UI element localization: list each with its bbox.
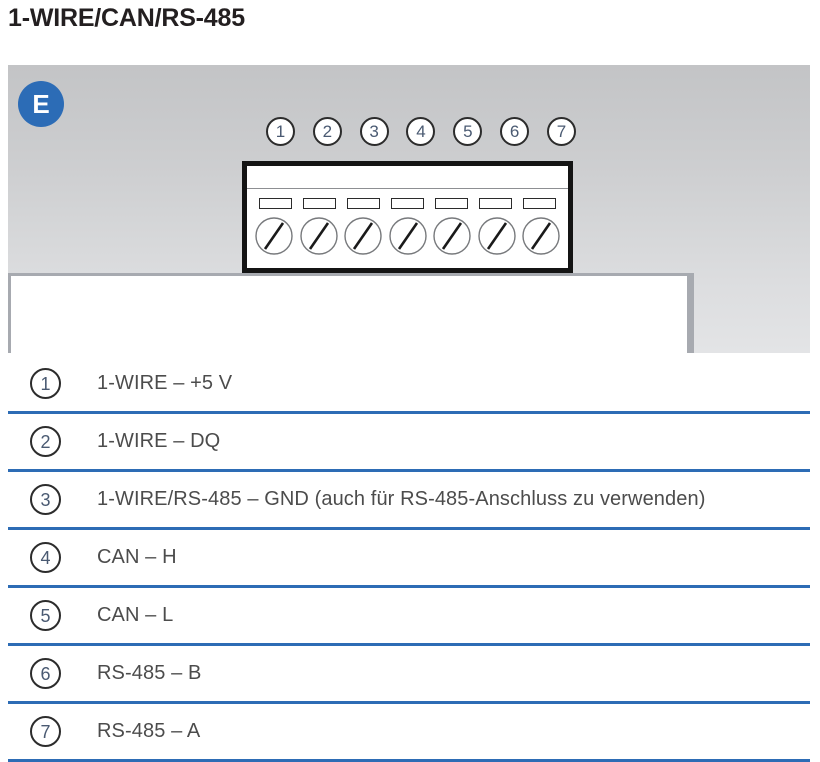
pin-number: 7	[30, 716, 61, 747]
terminal-wire-slot	[347, 198, 380, 209]
callout-number-row: 1 2 3 4 5 6 7	[266, 115, 576, 147]
pin-number: 1	[30, 368, 61, 399]
screw-terminal-icon	[432, 216, 472, 256]
table-row: 2 1-WIRE – DQ	[8, 411, 810, 469]
pin-description: 1-WIRE – +5 V	[97, 372, 233, 394]
terminal-wire-slot-row	[259, 198, 556, 209]
page-title: 1-WIRE/CAN/RS-485	[8, 4, 245, 32]
screw-terminal-icon	[299, 216, 339, 256]
pin-description: RS-485 – B	[97, 662, 202, 684]
terminal-wire-slot	[523, 198, 556, 209]
section-badge-e: E	[18, 81, 64, 127]
terminal-wire-slot	[435, 198, 468, 209]
screw-terminal-icon	[343, 216, 383, 256]
pin-description: 1-WIRE/RS-485 – GND (auch für RS-485-Ans…	[97, 488, 706, 510]
callout-number: 7	[546, 116, 576, 146]
pin-number: 3	[30, 484, 61, 515]
pin-description: RS-485 – A	[97, 720, 201, 742]
terminal-wire-slot	[479, 198, 512, 209]
table-row: 7 RS-485 – A	[8, 701, 810, 762]
terminal-wire-slot	[391, 198, 424, 209]
terminal-screw-row	[254, 216, 561, 256]
pin-assignment-table: 1 1-WIRE – +5 V 2 1-WIRE – DQ 3 1-WIRE/R…	[8, 356, 810, 762]
pin-description: 1-WIRE – DQ	[97, 430, 221, 452]
table-row: 6 RS-485 – B	[8, 643, 810, 701]
screw-terminal-icon	[254, 216, 294, 256]
pin-number: 4	[30, 542, 61, 573]
terminal-block	[242, 161, 573, 273]
pin-number: 6	[30, 658, 61, 689]
terminal-divider-line	[247, 188, 568, 189]
pin-number: 5	[30, 600, 61, 631]
device-body-outline	[8, 273, 694, 353]
callout-number: 3	[359, 116, 389, 146]
table-row: 4 CAN – H	[8, 527, 810, 585]
screw-terminal-icon	[477, 216, 517, 256]
terminal-wire-slot	[303, 198, 336, 209]
connector-diagram-panel: E 1 2 3 4 5 6 7	[8, 65, 810, 353]
callout-number: 1	[266, 116, 295, 146]
callout-number: 2	[312, 116, 342, 146]
pin-description: CAN – H	[97, 546, 177, 568]
screw-terminal-icon	[388, 216, 428, 256]
pin-description: CAN – L	[97, 604, 174, 626]
screw-terminal-icon	[521, 216, 561, 256]
table-row: 1 1-WIRE – +5 V	[8, 356, 810, 411]
table-row: 5 CAN – L	[8, 585, 810, 643]
terminal-wire-slot	[259, 198, 292, 209]
callout-number: 6	[500, 116, 530, 146]
callout-number: 5	[453, 116, 483, 146]
table-row: 3 1-WIRE/RS-485 – GND (auch für RS-485-A…	[8, 469, 810, 527]
pin-number: 2	[30, 426, 61, 457]
callout-number: 4	[406, 116, 436, 146]
